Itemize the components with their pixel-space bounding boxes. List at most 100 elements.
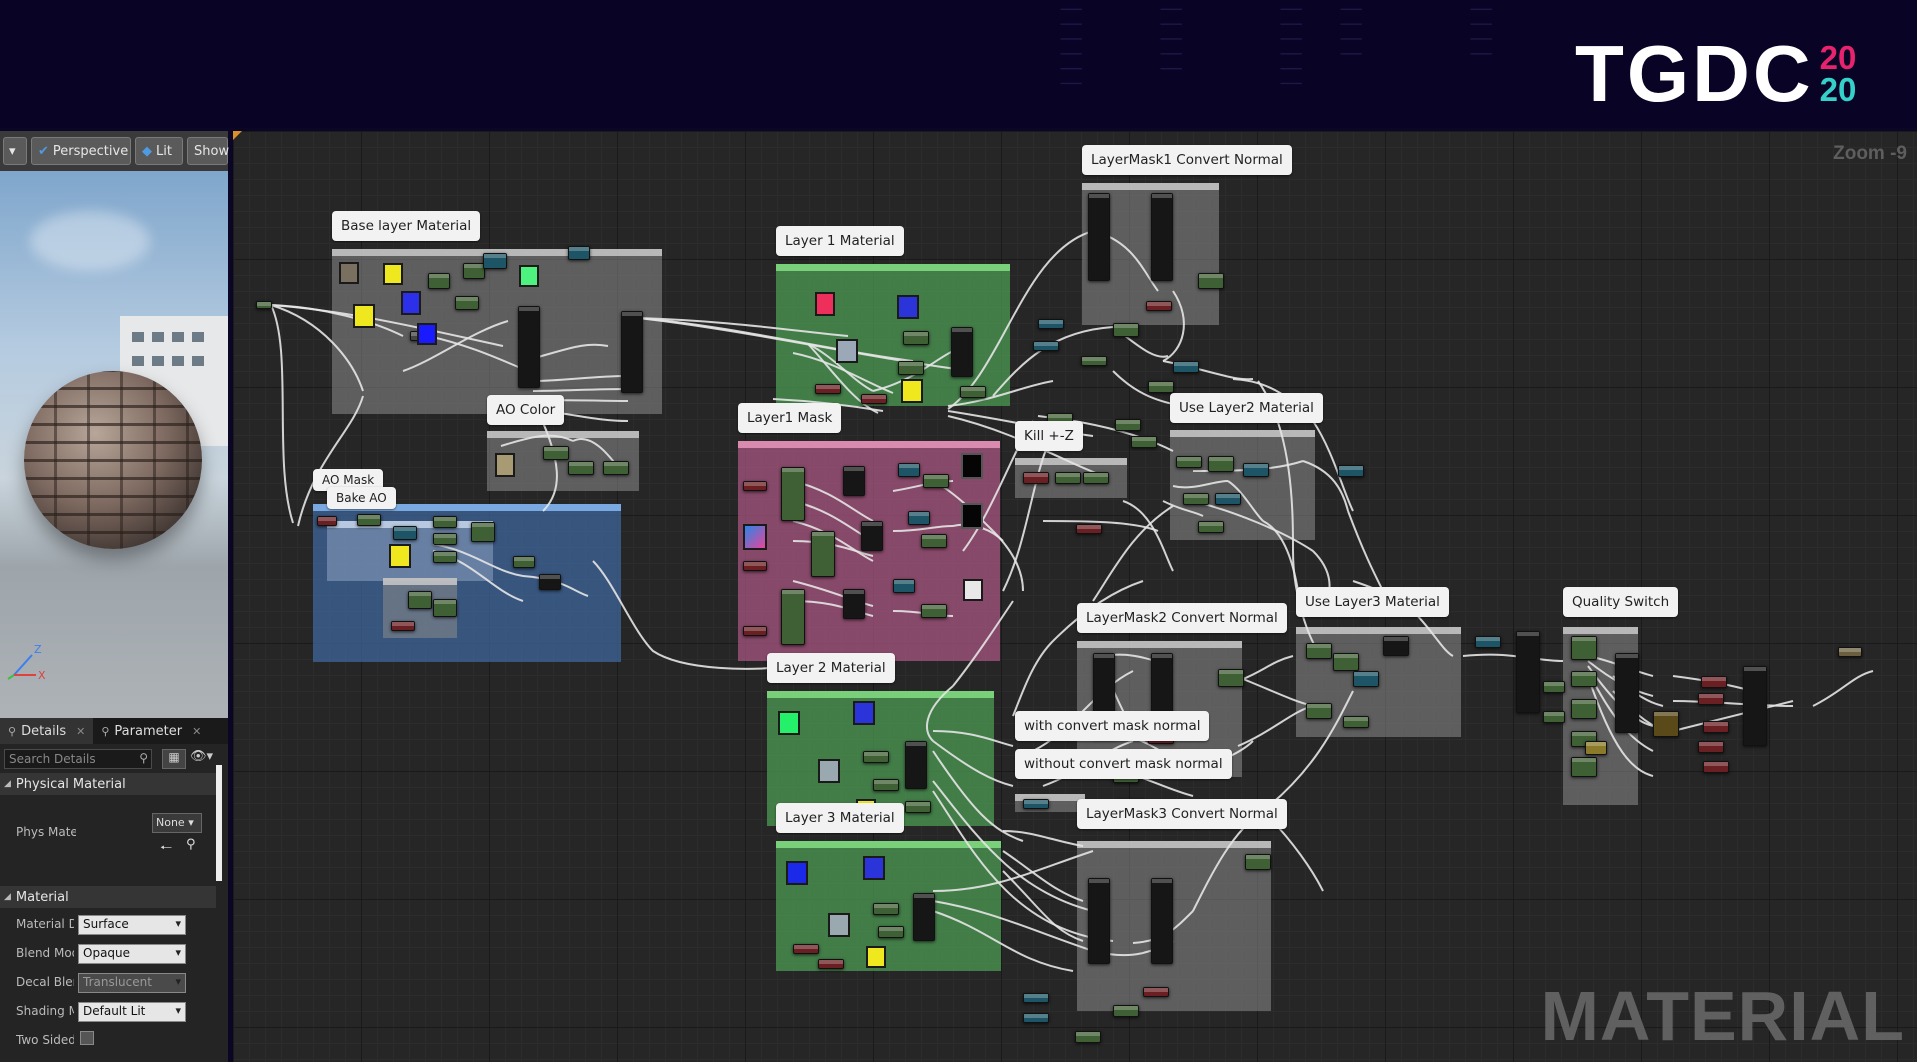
graph-node[interactable] xyxy=(1088,193,1110,281)
blend-mode-combo[interactable]: Opaque xyxy=(78,944,186,964)
graph-node[interactable] xyxy=(1023,993,1049,1003)
graph-node[interactable] xyxy=(793,944,819,954)
close-icon[interactable]: ✕ xyxy=(76,724,86,738)
texture-sample-node[interactable] xyxy=(897,295,919,319)
graph-node[interactable] xyxy=(843,589,865,619)
graph-node[interactable] xyxy=(743,626,767,636)
texture-sample-node[interactable] xyxy=(401,291,421,315)
graph-node[interactable] xyxy=(428,273,450,289)
graph-node[interactable] xyxy=(743,561,767,571)
graph-node[interactable] xyxy=(539,574,561,590)
eye-icon[interactable]: 👁▾ xyxy=(190,749,214,764)
graph-node[interactable] xyxy=(1183,493,1209,505)
graph-node[interactable] xyxy=(1353,671,1379,687)
graph-node[interactable] xyxy=(1701,676,1727,688)
graph-node[interactable] xyxy=(1698,741,1724,753)
comment-bubble[interactable]: with convert mask normal xyxy=(1015,711,1210,741)
graph-node[interactable] xyxy=(1543,711,1565,723)
graph-node[interactable] xyxy=(568,461,594,475)
comment-box[interactable] xyxy=(776,264,1010,406)
graph-node[interactable] xyxy=(1571,636,1597,660)
comment-bubble[interactable]: without convert mask normal xyxy=(1015,749,1232,779)
graph-node[interactable] xyxy=(898,463,920,477)
comment-bubble[interactable]: AO Mask xyxy=(313,469,384,491)
graph-node[interactable] xyxy=(1838,647,1862,657)
graph-node[interactable] xyxy=(433,533,457,545)
graph-node[interactable] xyxy=(1088,878,1110,964)
graph-node[interactable] xyxy=(1115,419,1141,431)
graph-node[interactable] xyxy=(543,446,569,460)
graph-node[interactable] xyxy=(1146,301,1172,311)
perspective-button[interactable]: ✔ Perspective xyxy=(31,137,131,165)
graph-node[interactable] xyxy=(893,579,915,593)
search-details-input[interactable]: Search Details ⚲ xyxy=(4,749,152,769)
graph-node[interactable] xyxy=(960,386,986,398)
graph-node[interactable] xyxy=(898,361,924,375)
graph-node[interactable] xyxy=(1198,521,1224,533)
comment-bubble[interactable]: LayerMask3 Convert Normal xyxy=(1077,799,1287,829)
graph-node[interactable] xyxy=(1343,716,1369,728)
graph-node[interactable] xyxy=(1023,1013,1049,1023)
comment-bubble[interactable]: Kill +-Z xyxy=(1015,421,1083,451)
graph-node[interactable] xyxy=(1218,669,1244,687)
graph-node[interactable] xyxy=(1245,854,1271,870)
graph-node[interactable] xyxy=(843,466,865,496)
graph-node[interactable] xyxy=(1131,436,1157,448)
lit-button[interactable]: ◆ Lit xyxy=(135,137,183,165)
comment-bubble[interactable]: Base layer Material xyxy=(332,211,481,241)
comment-bubble[interactable]: LayerMask2 Convert Normal xyxy=(1077,603,1287,633)
browse-search-icon[interactable]: ⚲ xyxy=(186,837,196,852)
graph-node[interactable] xyxy=(1173,361,1199,373)
comment-bubble[interactable]: Layer 3 Material xyxy=(776,803,904,833)
comment-box[interactable] xyxy=(1170,430,1315,540)
graph-node[interactable] xyxy=(1038,319,1064,329)
viewport-options-button[interactable]: ▾ xyxy=(3,137,27,165)
graph-node[interactable] xyxy=(1243,463,1269,477)
graph-node[interactable] xyxy=(1698,693,1724,705)
graph-node[interactable] xyxy=(603,461,629,475)
graph-node[interactable] xyxy=(433,516,457,528)
two-sided-checkbox[interactable] xyxy=(80,1031,94,1045)
comment-bubble[interactable]: Use Layer2 Material xyxy=(1170,393,1323,423)
graph-node[interactable] xyxy=(1033,341,1059,351)
graph-node[interactable] xyxy=(1081,356,1107,366)
texture-sample-node[interactable] xyxy=(866,946,886,968)
graph-node[interactable] xyxy=(463,263,485,279)
texture-sample-node[interactable] xyxy=(961,503,983,529)
texture-sample-node[interactable] xyxy=(815,292,835,316)
graph-node[interactable] xyxy=(811,531,835,577)
texture-sample-node[interactable] xyxy=(901,379,923,403)
graph-node[interactable] xyxy=(471,522,495,542)
comment-bubble[interactable]: Bake AO xyxy=(327,487,396,509)
material-domain-combo[interactable]: Surface xyxy=(78,915,186,935)
graph-node[interactable] xyxy=(393,526,417,540)
comment-bubble[interactable]: LayerMask1 Convert Normal xyxy=(1082,145,1292,175)
graph-node[interactable] xyxy=(1198,273,1224,289)
texture-sample-node[interactable] xyxy=(963,579,983,601)
texture-sample-node[interactable] xyxy=(778,711,800,735)
close-icon[interactable]: ✕ xyxy=(192,724,202,738)
texture-sample-node[interactable] xyxy=(495,453,515,477)
graph-node[interactable] xyxy=(1571,699,1597,719)
graph-node[interactable] xyxy=(1148,381,1174,393)
texture-sample-node[interactable] xyxy=(353,304,375,328)
graph-node[interactable] xyxy=(513,556,535,568)
graph-node[interactable] xyxy=(905,741,927,789)
graph-node[interactable] xyxy=(781,467,805,521)
graph-node[interactable] xyxy=(1113,323,1139,337)
graph-node[interactable] xyxy=(1151,878,1173,964)
graph-node[interactable] xyxy=(1023,472,1049,484)
texture-sample-node[interactable] xyxy=(818,759,840,783)
graph-node[interactable] xyxy=(317,516,337,526)
tab-details[interactable]: ⚲ Details ✕ xyxy=(0,718,94,744)
graph-node[interactable] xyxy=(1475,636,1501,648)
tab-parameter[interactable]: ⚲ Parameter ✕ xyxy=(93,718,209,744)
texture-sample-node[interactable] xyxy=(383,263,403,285)
material-graph-canvas[interactable]: Zoom -9 xyxy=(233,131,1917,1062)
graph-node[interactable] xyxy=(1151,193,1173,281)
graph-node[interactable] xyxy=(1383,636,1409,656)
graph-node[interactable] xyxy=(743,481,767,491)
texture-sample-node[interactable] xyxy=(863,856,885,880)
graph-node[interactable] xyxy=(1143,987,1169,997)
graph-node[interactable] xyxy=(1615,653,1639,733)
